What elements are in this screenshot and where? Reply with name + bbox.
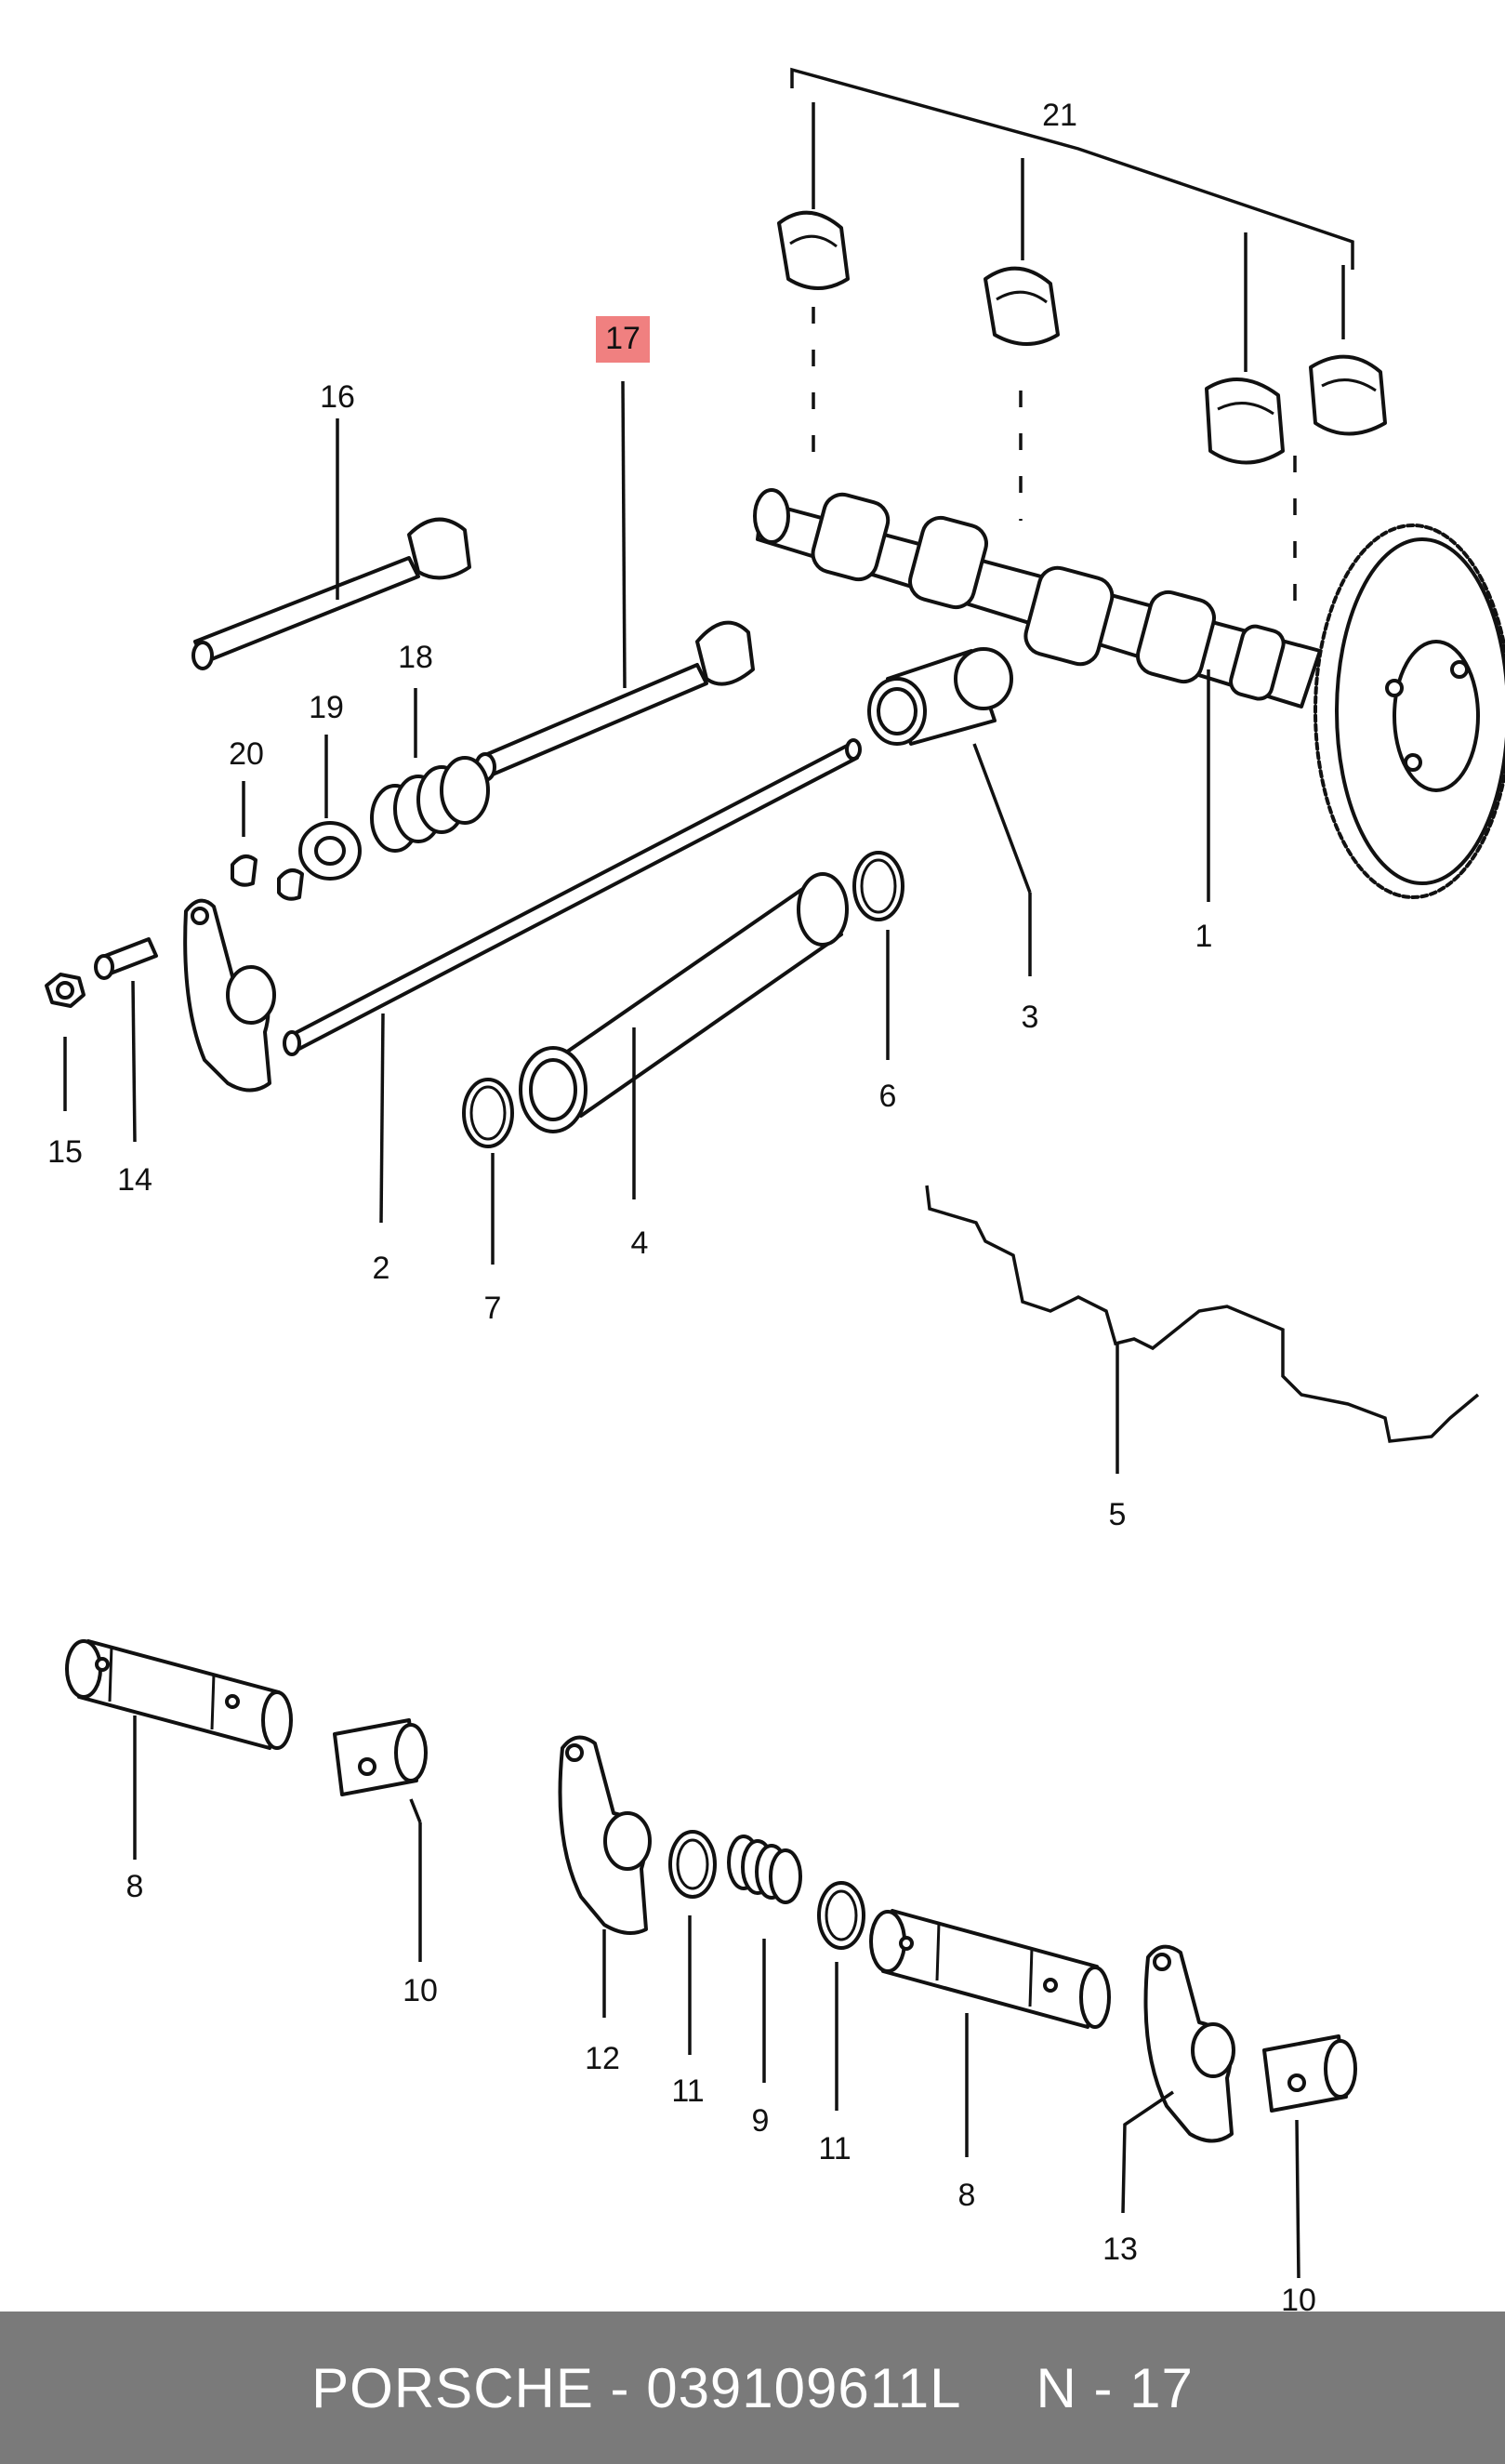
push-rod-tube-4[interactable] <box>519 872 849 1133</box>
valve-spring-18[interactable] <box>370 756 490 853</box>
label-18: 18 <box>398 640 433 675</box>
label-15: 15 <box>47 1134 83 1170</box>
label-11-b: 11 <box>818 2131 851 2166</box>
rocker-shaft-support-10-right[interactable] <box>1262 2034 1357 2113</box>
label-6: 6 <box>879 1079 897 1114</box>
label-8-right: 8 <box>958 2178 976 2213</box>
label-19: 19 <box>309 690 344 725</box>
label-5: 5 <box>1109 1497 1127 1532</box>
label-2: 2 <box>373 1251 390 1286</box>
label-9: 9 <box>752 2103 770 2139</box>
spacer-ring-11-b[interactable] <box>817 1881 865 1950</box>
bearing-shell-1[interactable] <box>777 210 850 465</box>
push-rod-2[interactable] <box>283 738 862 1056</box>
caption-bar: PORSCHE - 039109611L N - 17 <box>0 2312 1505 2464</box>
bearing-shell-4[interactable] <box>1309 354 1387 436</box>
label-7: 7 <box>484 1291 502 1326</box>
bearing-shells-bracket <box>790 67 1354 372</box>
spacer-ring-11-a[interactable] <box>668 1830 717 1899</box>
rocker-shaft-8-left[interactable] <box>65 1639 293 1750</box>
seal-ring-6[interactable] <box>852 851 904 921</box>
rocker-shaft-support-10-left[interactable] <box>333 1718 428 1796</box>
label-1: 1 <box>1195 919 1213 954</box>
label-17: 17 <box>605 321 640 356</box>
label-16: 16 <box>320 379 355 415</box>
parts-exploded-diagram: 21 17 16 18 19 20 15 14 2 7 4 6 3 1 5 8 … <box>45 67 1505 2312</box>
valve-keepers-20[interactable] <box>231 854 304 901</box>
cam-follower-3[interactable] <box>867 647 1013 746</box>
adjusting-screw-14[interactable] <box>94 937 158 980</box>
seal-ring-7[interactable] <box>462 1078 514 1148</box>
rocker-arm-13[interactable] <box>1143 1944 1235 2143</box>
leader-lines <box>63 380 1300 2279</box>
spring-9[interactable] <box>727 1835 802 1904</box>
label-11-a: 11 <box>671 2073 704 2109</box>
label-14: 14 <box>117 1162 152 1198</box>
caption-reference: N - 17 <box>1036 2356 1194 2419</box>
label-10-right: 10 <box>1281 2283 1316 2312</box>
nut-15[interactable] <box>45 973 86 1008</box>
label-10-left: 10 <box>403 1973 438 2008</box>
rocker-shaft-8-right[interactable] <box>869 1909 1111 2029</box>
caption-part-number: PORSCHE - 039109611L <box>311 2356 962 2419</box>
gasket-5[interactable] <box>925 1185 1480 1443</box>
highlight-box-17 <box>596 316 650 363</box>
rocker-arm-12[interactable] <box>558 1735 652 1935</box>
label-21: 21 <box>1042 98 1077 133</box>
label-8-left: 8 <box>126 1869 144 1904</box>
label-20: 20 <box>229 736 264 772</box>
label-13: 13 <box>1102 2232 1138 2267</box>
label-4: 4 <box>631 1225 649 1261</box>
camshaft-with-gear[interactable] <box>753 488 1505 899</box>
valve-17[interactable] <box>474 620 755 782</box>
spring-cap-19[interactable] <box>298 821 362 881</box>
label-12: 12 <box>585 2041 620 2076</box>
label-3: 3 <box>1022 1000 1039 1035</box>
bearing-shell-3[interactable] <box>1205 378 1297 614</box>
part-labels: 21 17 16 18 19 20 15 14 2 7 4 6 3 1 5 8 … <box>47 98 1316 2312</box>
rocker-arm-upper[interactable] <box>183 898 276 1093</box>
bearing-shell-2[interactable] <box>984 266 1060 521</box>
